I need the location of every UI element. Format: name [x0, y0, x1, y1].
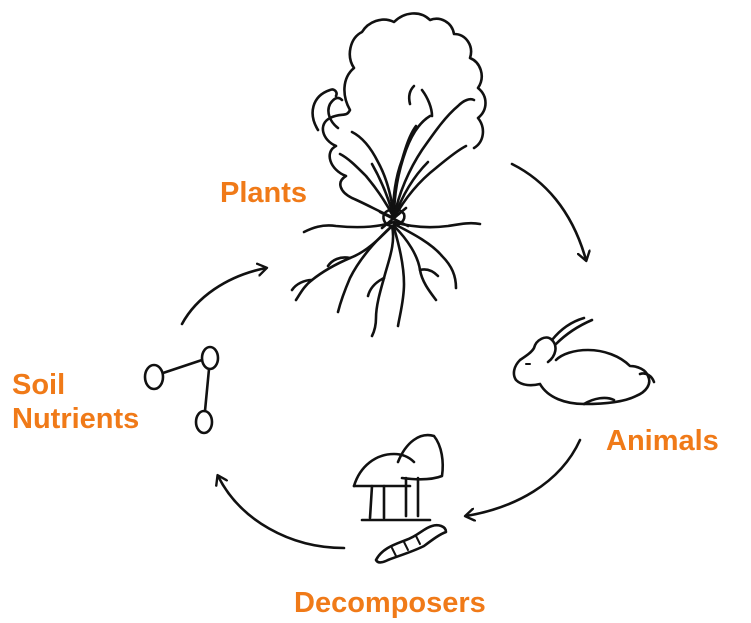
label-decomposers: Decomposers: [294, 586, 486, 620]
arrow-decomposers-to-soil: [218, 476, 344, 548]
arrow-soil-to-plants: [182, 268, 266, 324]
arrow-plants-to-animals: [512, 164, 586, 260]
mushroom-worm-icon: [354, 435, 446, 562]
label-soil-line2: Nutrients: [12, 402, 139, 436]
label-plants: Plants: [220, 176, 307, 210]
molecule-icon: [145, 347, 218, 433]
label-animals: Animals: [606, 424, 719, 458]
cycle-arrows: [182, 89, 586, 548]
rabbit-icon: [514, 318, 654, 404]
label-soil-nutrients: Soil Nutrients: [12, 368, 139, 436]
label-soil-line1: Soil: [12, 368, 139, 402]
arrow-animals-to-decomposers: [466, 440, 580, 516]
tree-icon: [292, 13, 486, 336]
